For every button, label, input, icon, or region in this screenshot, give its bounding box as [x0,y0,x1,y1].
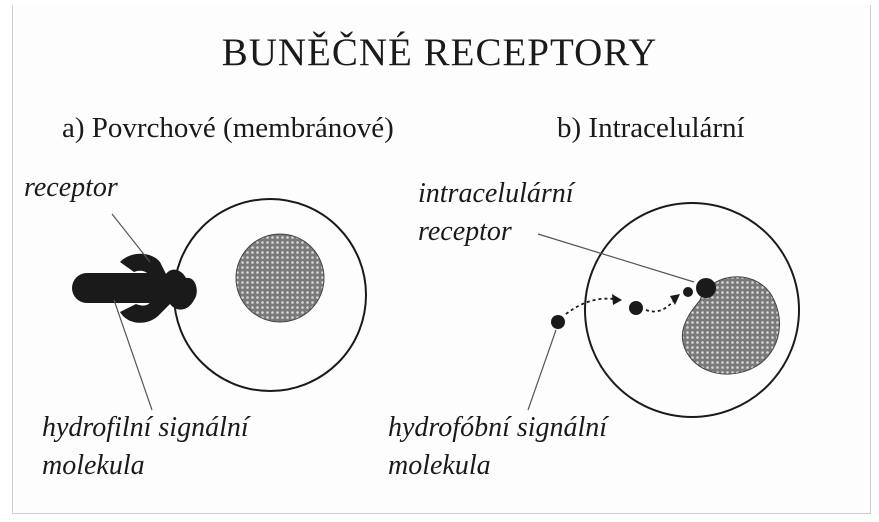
diagram-title: BUNĚČNÉ RECEPTORY [0,30,879,75]
panel-a-cell-group [72,199,366,410]
receptor-pointer-line [112,214,150,262]
hydrophobic-signal-molecule [551,315,565,329]
migration-path-arrow-2 [646,298,676,312]
hydrophobic-molecule-label-line2: molekula [388,450,491,482]
intra-receptor-pointer-line [538,234,694,282]
hydrophobic-molecule-label-line1: hydrofóbní signální [388,412,607,444]
hydrophilic-molecule-label-line2: molekula [42,450,145,482]
receptor-label: receptor [24,172,118,204]
panel-a-heading: a) Povrchové (membránové) [62,112,394,145]
arrowhead-2 [670,294,680,305]
nucleus-a [236,234,324,322]
hydrophilic-signal-molecule [72,273,164,303]
hydrophilic-molecule-label-line1: hydrofilní signální [42,412,249,444]
migrating-molecule-1 [629,301,643,315]
intracellular-receptor-label-line2: receptor [418,216,512,248]
intracellular-receptor [696,278,716,298]
migrating-molecule-2 [683,287,693,297]
arrowhead-1 [612,294,622,305]
molecule-pointer-line-b [528,330,556,410]
intracellular-receptor-label-line1: intracelulární [418,178,574,210]
migration-path-arrow-1 [566,299,620,314]
panel-b-heading: b) Intracelulární [557,112,745,145]
panel-b-cell-group [528,203,799,417]
